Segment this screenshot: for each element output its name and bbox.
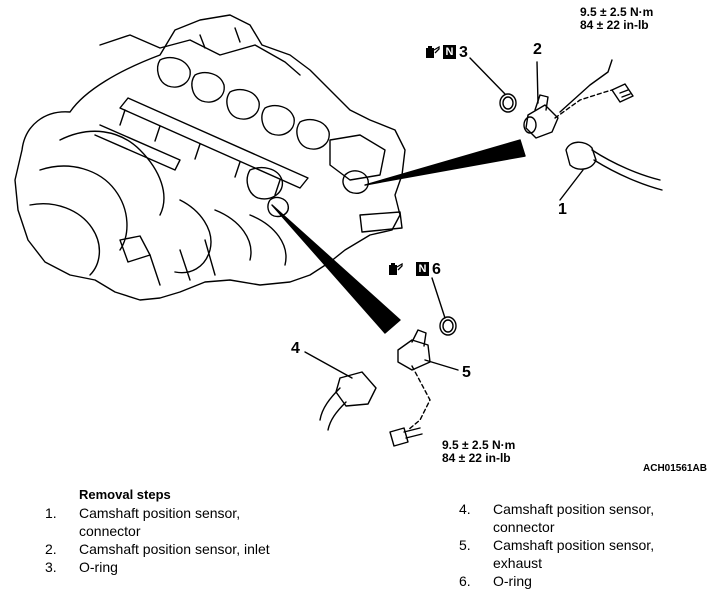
list-item: 5. Camshaft position sensor, exhaust: [459, 536, 699, 572]
connector-1: [565, 141, 663, 191]
o-ring-6: [439, 316, 457, 336]
leader-2: [536, 61, 539, 104]
callout-1: 1: [558, 201, 567, 218]
step-text: Camshaft position sensor, exhaust: [493, 537, 655, 571]
step-number: 6.: [459, 573, 471, 589]
callout-5: 5: [462, 364, 471, 381]
leader-4: [304, 351, 353, 379]
figure-code: ACH01561AB: [643, 463, 707, 474]
callout-3: 3: [459, 44, 468, 61]
step-text: O-ring: [493, 573, 532, 589]
callout-2: 2: [533, 41, 542, 58]
step-number: 3.: [45, 559, 57, 575]
callout-6: 6: [432, 261, 441, 278]
list-item: 6. O-ring: [459, 572, 699, 590]
leader-3: [469, 57, 506, 95]
bolt-bottom: [389, 427, 423, 447]
list-item: 3. O-ring: [45, 558, 305, 576]
removal-steps-title: Removal steps: [79, 487, 171, 502]
leader-5: [424, 359, 459, 371]
step-text: Camshaft position sensor, inlet: [79, 541, 270, 557]
list-item: 1. Camshaft position sensor, connector: [45, 504, 305, 540]
o-ring-3: [499, 93, 517, 113]
torque-metric: 9.5 ± 2.5 N·m: [580, 5, 654, 19]
n-box-3: N: [443, 45, 456, 59]
pointer-wedge-upper: [364, 139, 526, 186]
oil-can-icon: [426, 45, 440, 58]
step-number: 4.: [459, 501, 471, 517]
torque-metric: 9.5 ± 2.5 N·m: [442, 438, 516, 452]
callout-4: 4: [291, 340, 300, 357]
pointer-wedge-lower: [271, 204, 401, 334]
removal-steps-list-left: 1. Camshaft position sensor, connector 2…: [45, 504, 305, 576]
leader-1: [559, 169, 584, 201]
step-number: 2.: [45, 541, 57, 557]
engine-diagram: [14, 14, 663, 447]
torque-label-bottom: 9.5 ± 2.5 N·m 84 ± 22 in-lb: [442, 439, 515, 465]
step-number: 5.: [459, 537, 471, 553]
oil-can-icon: [389, 262, 403, 275]
sensor-inlet: [523, 94, 559, 139]
step-text: O-ring: [79, 559, 118, 575]
step-number: 1.: [45, 505, 57, 521]
sensor-exhaust: [397, 329, 431, 371]
leader-6: [431, 277, 446, 319]
engine-outline: [14, 14, 406, 301]
step-text: Camshaft position sensor, connector: [493, 501, 655, 535]
torque-imperial: 84 ± 22 in-lb: [580, 18, 649, 32]
step-text: Camshaft position sensor, connector: [79, 505, 241, 539]
connector-4: [319, 371, 377, 431]
bolt-top: [611, 83, 634, 103]
list-item: 4. Camshaft position sensor, connector: [459, 500, 699, 536]
removal-steps-list-right: 4. Camshaft position sensor, connector 5…: [459, 500, 699, 590]
list-item: 2. Camshaft position sensor, inlet: [45, 540, 305, 558]
torque-imperial: 84 ± 22 in-lb: [442, 451, 511, 465]
torque-label-top: 9.5 ± 2.5 N·m 84 ± 22 in-lb: [580, 6, 653, 32]
n-box-6: N: [416, 262, 429, 276]
